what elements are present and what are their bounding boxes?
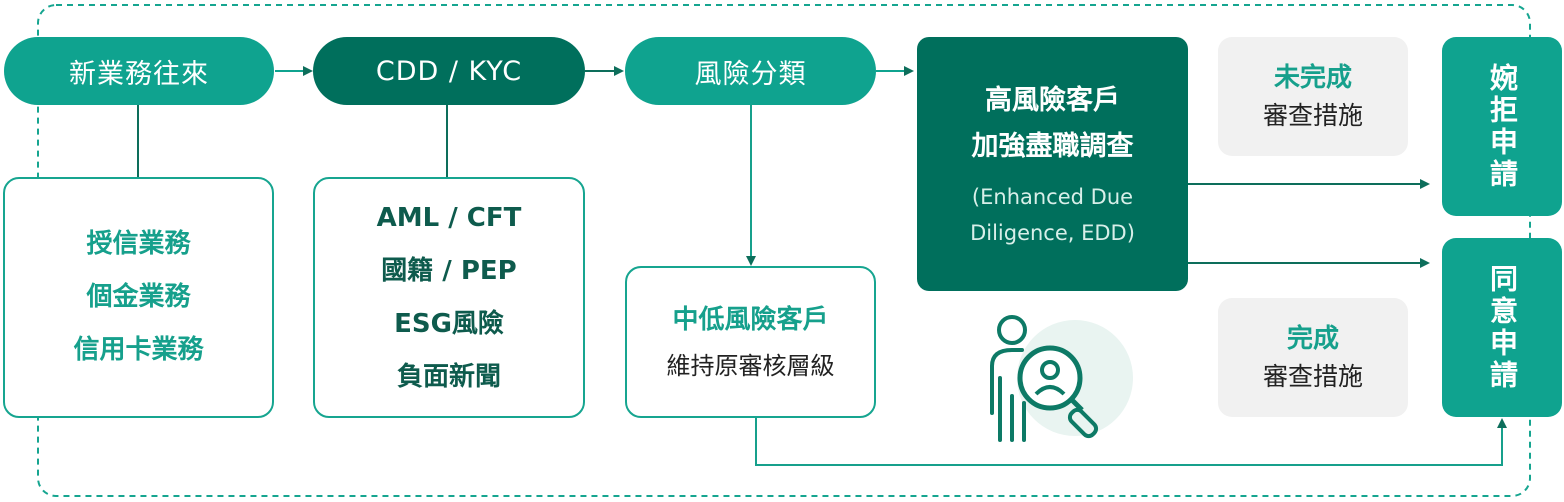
- review-item: 負面新聞: [396, 361, 501, 392]
- reject-label: 婉拒申請: [1486, 62, 1519, 191]
- review-items-box: AML / CFT 國籍 / PEP ESG風險 負面新聞: [313, 177, 585, 418]
- edd-english-line1: (Enhanced Due: [971, 185, 1134, 209]
- business-type-item: 信用卡業務: [73, 335, 204, 365]
- approve-label: 同意申請: [1486, 263, 1519, 392]
- person-search-icon: [990, 315, 1133, 442]
- business-type-item: 授信業務: [86, 229, 191, 259]
- edd-english-line2: Diligence, EDD): [970, 221, 1135, 245]
- high-risk-line1: 高風險客戶: [985, 85, 1120, 116]
- low-risk-subtitle: 維持原審核層級: [666, 352, 835, 380]
- business-types-box: 授信業務 個金業務 信用卡業務: [3, 177, 274, 418]
- incomplete-subtitle: 審查措施: [1262, 100, 1363, 130]
- incomplete-title: 未完成: [1273, 62, 1352, 93]
- approve-application-box: 同意申請: [1442, 238, 1562, 417]
- complete-subtitle: 審查措施: [1262, 361, 1363, 391]
- review-item: AML / CFT: [376, 202, 522, 233]
- business-type-item: 個金業務: [86, 282, 191, 312]
- arrow-lowrisk-approve: [755, 418, 1507, 466]
- step-cdd-kyc: CDD / KYC: [313, 37, 585, 105]
- high-risk-edd-box: 高風險客戶 加強盡職調查 (Enhanced Due Diligence, ED…: [917, 37, 1188, 291]
- step-new-business: 新業務往來: [4, 37, 274, 105]
- incomplete-review-box: 未完成 審查措施: [1218, 37, 1408, 156]
- complete-title: 完成: [1286, 323, 1339, 354]
- complete-review-box: 完成 審查措施: [1218, 298, 1408, 417]
- low-risk-title: 中低風險客戶: [672, 305, 829, 335]
- review-item: 國籍 / PEP: [381, 255, 517, 286]
- high-risk-line2: 加強盡職調查: [971, 131, 1134, 162]
- review-item: ESG風險: [394, 308, 504, 339]
- step-risk-classification: 風險分類: [625, 37, 876, 105]
- low-risk-box: 中低風險客戶 維持原審核層級: [625, 266, 876, 418]
- reject-application-box: 婉拒申請: [1442, 37, 1562, 216]
